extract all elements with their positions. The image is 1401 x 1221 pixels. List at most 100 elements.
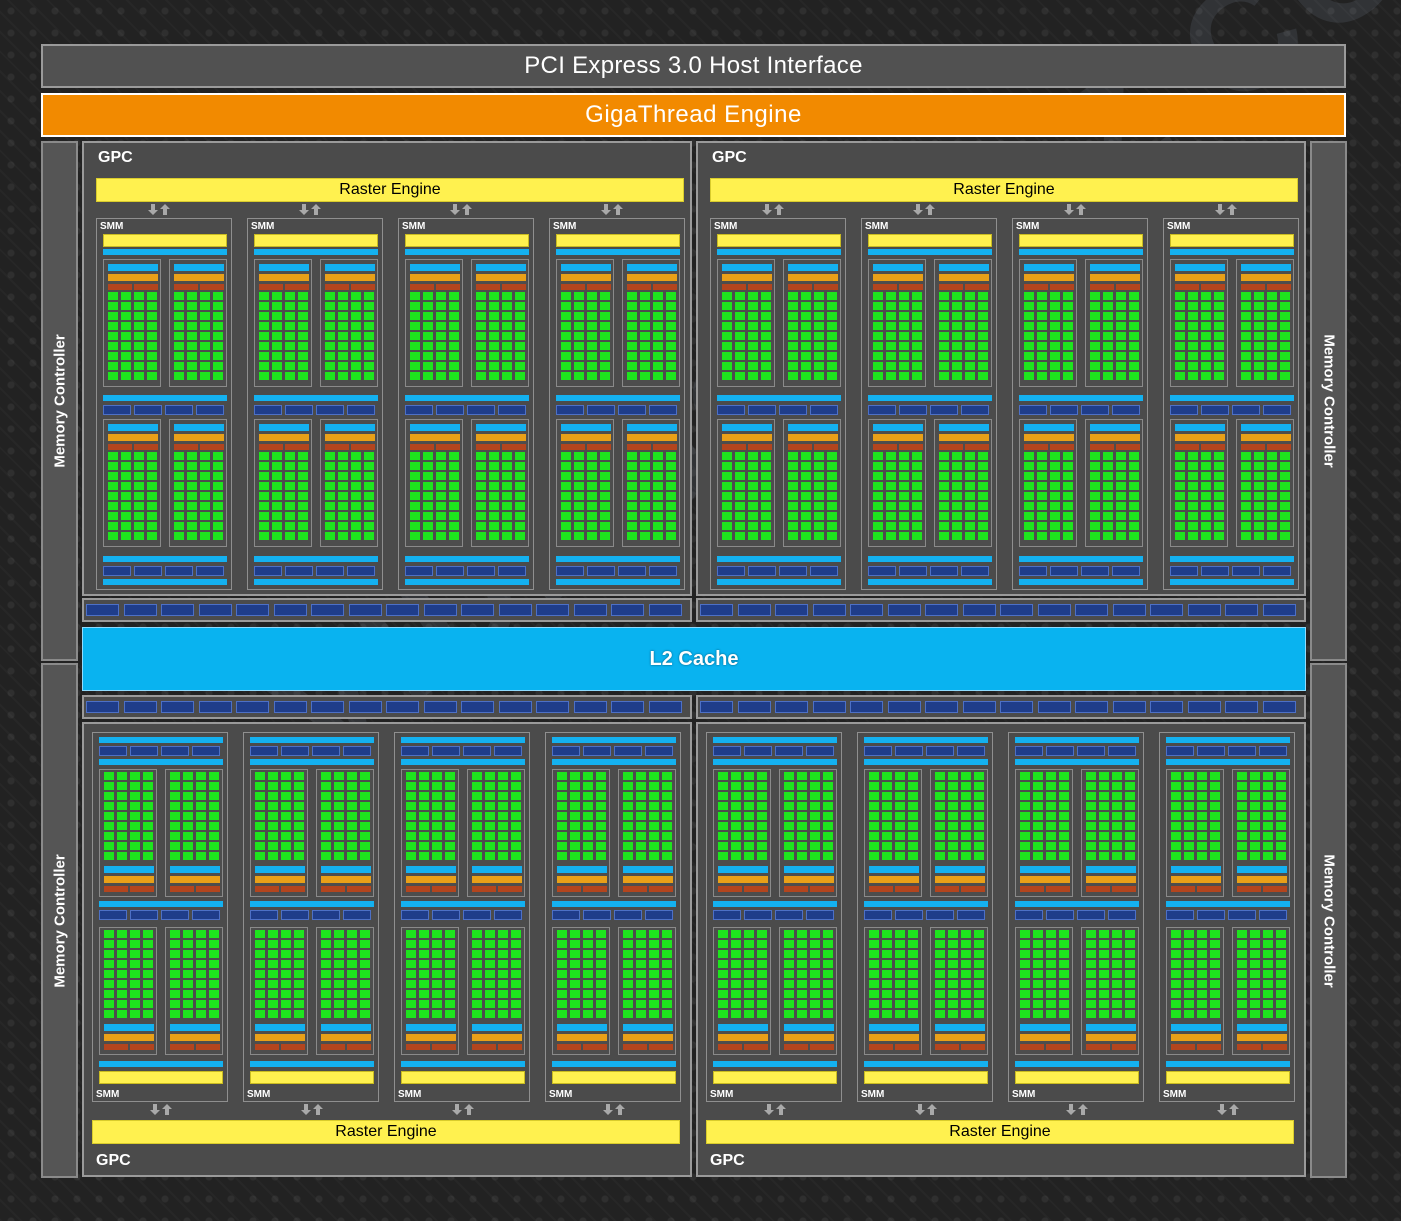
cuda-core [587, 472, 597, 480]
cuda-core [347, 792, 357, 800]
polymorph-engine [713, 1071, 837, 1084]
register-file-unit [869, 886, 893, 892]
cuda-core [489, 452, 499, 460]
cuda-core [583, 990, 593, 998]
cuda-core [662, 1010, 672, 1018]
cuda-core [948, 772, 958, 780]
cuda-core [351, 312, 361, 320]
cuda-core [1214, 452, 1224, 460]
cuda-core [445, 1010, 455, 1018]
cuda-core [1050, 502, 1060, 510]
cuda-core [623, 990, 633, 998]
register-file-unit [1116, 444, 1140, 450]
cuda-core [196, 782, 206, 790]
cuda-core [1037, 292, 1047, 300]
cuda-core [334, 832, 344, 840]
cuda-core [1214, 312, 1224, 320]
rop-unit [812, 701, 846, 713]
cuda-core [423, 472, 433, 480]
cuda-core [170, 832, 180, 840]
cuda-core [1099, 852, 1109, 860]
cuda-core [511, 970, 521, 978]
cuda-core [515, 302, 525, 310]
cuda-core [298, 462, 308, 470]
register-file-unit [587, 284, 611, 290]
cuda-core [557, 950, 567, 958]
cuda-core [1184, 930, 1194, 938]
cuda-core [561, 362, 571, 370]
cuda-core [627, 452, 637, 460]
cuda-core [130, 842, 140, 850]
tex-unit [165, 566, 193, 576]
cuda-core [1116, 502, 1126, 510]
cuda-core [143, 832, 153, 840]
cuda-core [174, 502, 184, 510]
smm-label: SMM [553, 221, 577, 232]
cuda-core [974, 832, 984, 840]
cuda-core [1129, 362, 1139, 370]
tex-unit [614, 910, 642, 920]
instruction-buffer [1171, 1024, 1221, 1031]
cuda-core [1280, 492, 1290, 500]
cuda-core [557, 772, 567, 780]
cuda-core [797, 930, 807, 938]
cuda-core [476, 472, 486, 480]
cuda-core [1197, 822, 1207, 830]
cuda-core [974, 802, 984, 810]
cuda-core [1116, 302, 1126, 310]
cuda-core [744, 802, 754, 810]
cuda-core [294, 950, 304, 958]
register-file-unit [255, 1044, 279, 1050]
cuda-core [873, 312, 883, 320]
cuda-core [187, 302, 197, 310]
cuda-core [810, 782, 820, 790]
register-file-unit [965, 444, 989, 450]
cuda-core [912, 472, 922, 480]
cuda-core [406, 960, 416, 968]
processing-block [467, 927, 525, 1055]
cuda-core [761, 492, 771, 500]
cuda-core [1103, 332, 1113, 340]
cuda-core [1201, 372, 1211, 380]
cuda-core [1125, 852, 1135, 860]
cuda-core [1086, 1010, 1096, 1018]
cuda-core [213, 312, 223, 320]
cuda-core [784, 842, 794, 850]
cuda-core [1059, 960, 1069, 968]
cuda-core [731, 802, 741, 810]
cuda-core [360, 1010, 370, 1018]
cuda-core [912, 342, 922, 350]
cuda-core [873, 522, 883, 530]
rop-unit [850, 604, 883, 616]
cuda-core [761, 502, 771, 510]
cuda-core [143, 842, 153, 850]
cuda-core [636, 802, 646, 810]
tex-unit [779, 566, 807, 576]
polymorph-engine [99, 1071, 223, 1084]
cuda-core [718, 980, 728, 988]
cuda-core [406, 842, 416, 850]
cuda-core [117, 832, 127, 840]
cuda-core [744, 1000, 754, 1008]
cuda-core [515, 502, 525, 510]
cuda-core [974, 960, 984, 968]
cuda-core [187, 502, 197, 510]
l1-cache [401, 737, 525, 743]
instruction-buffer [1237, 1024, 1287, 1031]
cuda-core [1188, 332, 1198, 340]
cuda-core [653, 312, 663, 320]
cuda-core [515, 332, 525, 340]
instruction-cache [103, 249, 227, 255]
cuda-core [587, 292, 597, 300]
cuda-core [744, 960, 754, 968]
cuda-core [623, 772, 633, 780]
cuda-core [882, 930, 892, 938]
cuda-core [1171, 772, 1181, 780]
register-file-unit [1171, 1044, 1195, 1050]
cuda-core [334, 772, 344, 780]
register-file-unit [285, 444, 309, 450]
cuda-core [1112, 772, 1122, 780]
cuda-core [961, 940, 971, 948]
rop-unit [1225, 701, 1258, 713]
cuda-core [827, 302, 837, 310]
